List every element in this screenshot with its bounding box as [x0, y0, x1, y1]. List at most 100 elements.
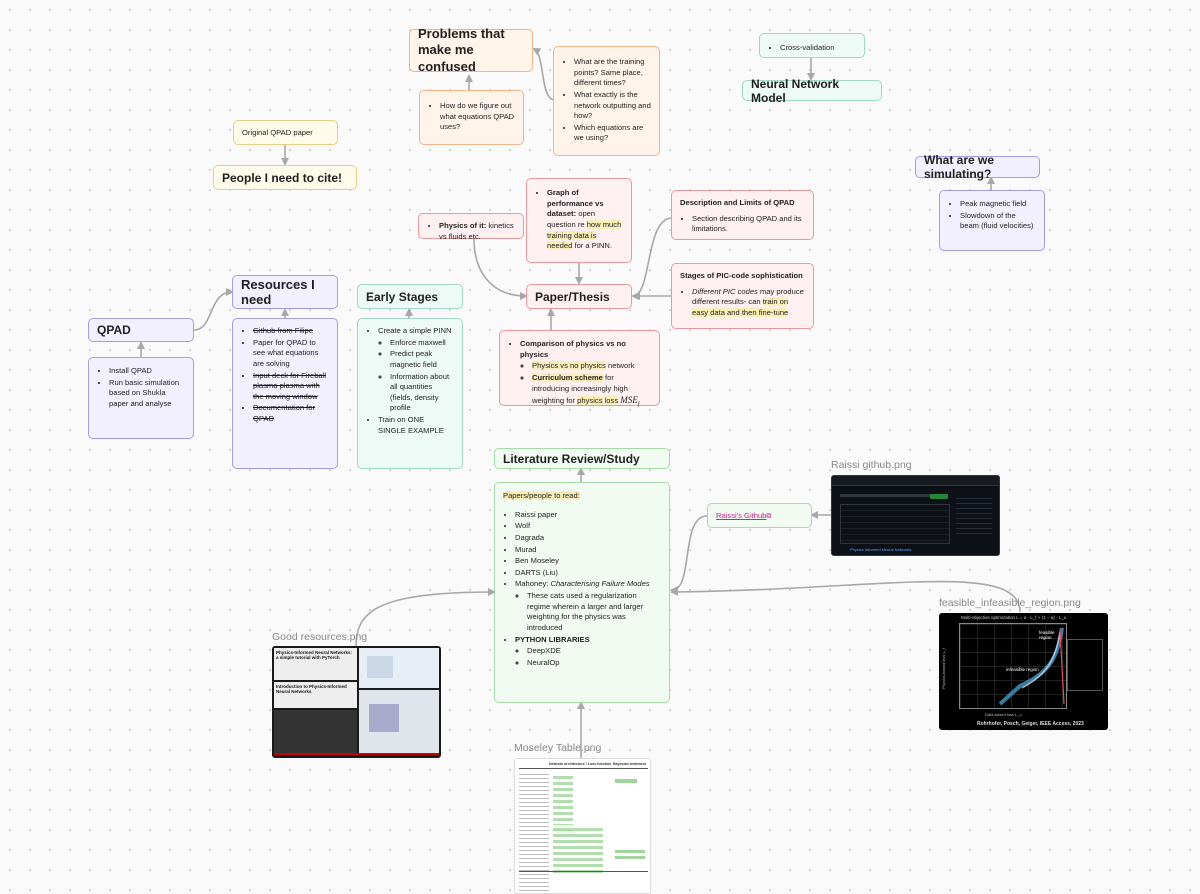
problems-q2-card[interactable]: What are the training points? Same place…	[553, 46, 660, 156]
raissi-github-image[interactable]: Physics Informed Neural Networks	[831, 475, 1000, 556]
graph-performance-card[interactable]: Graph of performance vs dataset: open qu…	[526, 178, 632, 263]
qpad-node[interactable]: QPAD	[88, 318, 194, 342]
external-link-icon: ⧉	[766, 513, 772, 520]
graph-performance-post: for a PINN.	[572, 241, 613, 251]
moseley-rule	[519, 768, 648, 769]
mahoney-title: Characterising Failure Modes	[550, 579, 650, 589]
python-lib-item: DeepXDE	[527, 646, 661, 657]
lit-review-item: Ben Moseley	[515, 556, 661, 567]
good-res-thumb-1: Physics-Informed Neural Networks: a simp…	[274, 648, 357, 680]
early-stages-node[interactable]: Early Stages	[357, 284, 463, 309]
simulating-item: Peak magnetic field	[960, 199, 1036, 210]
moseley-rule-2	[519, 871, 648, 872]
resources-item: Github from Filipe	[253, 326, 329, 337]
problems-title-node[interactable]: Problems that make me confused	[409, 26, 533, 74]
feasible-plot-area: feasible region infeasible region	[959, 623, 1067, 709]
moseley-table-image[interactable]: Network architecture / Loss function Bay…	[514, 758, 651, 894]
lit-review-card[interactable]: Papers/people to read: Raissi paper Wolf…	[494, 482, 670, 703]
lit-review-item: Murad	[515, 545, 661, 556]
raissi-image-bar	[840, 494, 948, 497]
lit-review-node[interactable]: Literature Review/Study	[494, 448, 670, 469]
comparison-i2-math: MSE	[620, 395, 638, 406]
cross-validation-item: Cross-validation	[780, 43, 856, 54]
raissi-image-about	[956, 494, 992, 534]
good-res-progress-bar	[274, 753, 439, 755]
original-qpad-card[interactable]: Original QPAD paper	[233, 120, 338, 145]
mahoney-note: These cats used a regularization regime …	[527, 591, 661, 634]
good-res-thumb-4	[359, 648, 439, 688]
raissi-image-caption: Physics Informed Neural Networks	[850, 547, 912, 552]
comparison-i2-highlight: Curriculum scheme	[532, 372, 603, 382]
simulating-card[interactable]: Peak magnetic field Slowdown of the beam…	[939, 190, 1045, 251]
pic-stages-italic: Different PIC codes	[692, 286, 758, 296]
feasible-image[interactable]: Multi-objective optimization L = a · L_f…	[939, 613, 1108, 730]
raissi-image-code-button	[930, 494, 948, 499]
problems-q2-item: Which equations are we using?	[574, 123, 651, 144]
paper-thesis-node[interactable]: Paper/Thesis	[526, 284, 632, 309]
problems-q1-card[interactable]: How do we figure out what equations QPAD…	[419, 90, 524, 145]
comparison-i1-highlight: Physics vs no physics	[532, 361, 606, 371]
raissi-image-file-list	[840, 504, 950, 544]
raissi-image-header	[832, 476, 999, 486]
feasible-region-label: feasible region	[1039, 630, 1055, 640]
graph-performance-bold: Graph of performance vs dataset:	[547, 188, 604, 219]
feasible-image-label: feasible_infeasible_region.png	[939, 597, 1081, 609]
qpad-title: QPAD	[97, 323, 131, 337]
good-res-thumb-4-figure	[367, 656, 393, 678]
comparison-subitem-1: Physics vs no physics network	[532, 361, 651, 372]
desc-limits-card[interactable]: Description and Limits of QPAD Section d…	[671, 190, 814, 240]
physics-of-it-bold: Physics of it:	[439, 221, 487, 230]
good-res-thumb-5-figure	[369, 704, 399, 732]
good-res-thumb-5	[359, 690, 439, 754]
qpad-card[interactable]: Install QPAD Run basic simulation based …	[88, 357, 194, 439]
early-stages-subitem: Predict peak magnetic field	[390, 349, 454, 370]
resources-item: Documentation for QPAD	[253, 403, 329, 424]
physics-of-it-item: Physics of it: kinetics vs fluids etc.	[439, 221, 515, 242]
comparison-card[interactable]: Comparison of physics vs no physics Phys…	[499, 330, 660, 409]
pic-stages-title: Stages of PIC-code sophistication	[680, 271, 803, 280]
resources-item: Paper for QPAD to see what equations are…	[253, 338, 329, 370]
neural-network-model-node[interactable]: Neural Network Model	[742, 77, 882, 105]
physics-of-it-rest: kinetics vs fluids etc.	[439, 221, 514, 241]
feasible-credit: Rohrhofer, Posch, Geiger, IEEE Access, 2…	[977, 721, 1084, 727]
resources-card[interactable]: Github from Filipe Paper for QPAD to see…	[232, 318, 338, 469]
moseley-green-cells-4	[615, 847, 645, 861]
good-resources-image[interactable]: Physics-Informed Neural Networks: a simp…	[272, 646, 441, 758]
raissi-image-label: Raissi github.png	[831, 459, 912, 471]
problems-q2-item: What are the training points? Same place…	[574, 57, 651, 89]
moseley-col-1: Network architecture / Loss function	[549, 762, 612, 766]
raissi-github-link-card[interactable]: Raissi's Github⧉	[707, 503, 812, 528]
pic-stages-card[interactable]: Stages of PIC-code sophistication Differ…	[671, 263, 814, 329]
lit-review-item-python: PYTHON LIBRARIES DeepXDE NeuralOp	[515, 635, 661, 669]
resources-node[interactable]: Resources I need	[232, 275, 338, 309]
good-res-thumb-3	[274, 710, 357, 754]
physics-of-it-card[interactable]: Physics of it: kinetics vs fluids etc.	[418, 213, 524, 242]
cite-node[interactable]: People I need to cite!	[213, 165, 357, 190]
python-libraries-title: PYTHON LIBRARIES	[515, 634, 590, 644]
simulating-node[interactable]: What are we simulating?	[915, 153, 1040, 181]
early-stages-subitem: Information about all quantities (fields…	[390, 372, 454, 415]
early-stages-subitem: Enforce maxwell	[390, 338, 454, 349]
lit-review-item: Wolf	[515, 521, 661, 532]
lit-review-item: Dagrada	[515, 533, 661, 544]
early-stages-item: Train on ONE SINGLE EXAMPLE	[378, 415, 454, 436]
comparison-i2-highlight2: physics	[577, 396, 603, 406]
comparison-i1-rest: network	[605, 361, 635, 371]
feasible-scatter	[998, 627, 1065, 706]
early-stages-item: Create a simple PINN Enforce maxwell Pre…	[378, 326, 454, 414]
moseley-green-cells-2	[553, 825, 603, 875]
neural-network-model-title: Neural Network Model	[751, 76, 840, 105]
early-stages-title: Early Stages	[366, 289, 439, 304]
simulating-title: What are we simulating?	[924, 153, 995, 181]
paper-thesis-title: Paper/Thesis	[535, 289, 610, 304]
mahoney-prefix: Mahoney:	[515, 579, 551, 589]
cross-validation-card[interactable]: Cross-validation	[759, 33, 865, 58]
raissi-github-link[interactable]: Raissi's Github	[716, 511, 767, 520]
moseley-col-2: Bayesian treatment	[613, 762, 647, 766]
infeasible-region-label: infeasible region	[1006, 667, 1039, 672]
cite-title: People I need to cite!	[222, 170, 343, 185]
resources-item: Input deck for Fireball plasma plasma wi…	[253, 371, 329, 403]
early-stages-card[interactable]: Create a simple PINN Enforce maxwell Pre…	[357, 318, 463, 469]
comparison-item: Comparison of physics vs no physics Phys…	[520, 339, 651, 409]
moseley-green-cells-1	[553, 773, 573, 833]
